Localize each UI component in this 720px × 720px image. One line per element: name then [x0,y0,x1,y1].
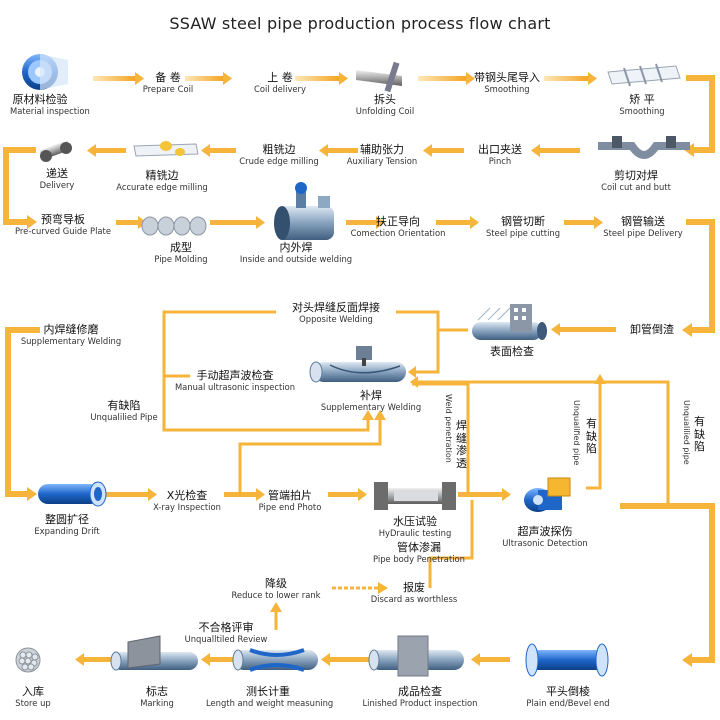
supp-weld-arrowhead [408,366,416,378]
left-loop-connector [3,147,36,225]
hydraulic-icon [374,482,456,510]
flow-arrows-row6 [75,653,510,666]
label-weld-penetration-cn: 焊缝渗透 [456,419,467,470]
right-unqualified-line [416,380,670,505]
repair-weld-icon [309,346,406,383]
marking-icon [110,635,198,671]
unqualified-loop [162,376,370,432]
right-loop-connector [686,219,715,333]
right-unqualified-arrowhead [410,376,418,388]
flow-arrows-row4 [551,323,616,336]
manual-ut-connector [162,310,276,378]
expanding-icon [38,481,107,507]
flow-arrows-row5 [100,488,511,501]
loop-connector [686,75,715,153]
label-unqualified-mid-en: Unqualified pipe [572,400,581,466]
unqualified-loop-arrowhead [362,410,374,420]
cut-butt-icon [598,136,690,159]
step-unloading: 卸管倒渣 [630,323,674,336]
page-title: SSAW steel pipe production process flow … [169,14,551,33]
unfolding-icon [356,61,402,93]
left-loop-arrowhead [27,215,37,229]
review-up-arrowhead [270,602,282,612]
grinding-connector [5,327,40,497]
delivery-icon [39,140,72,162]
step-surface-check: 表面检查 [490,345,534,358]
reduce-discard-arrowhead [378,582,388,594]
finished-check-icon [368,635,464,677]
leveler-icon [607,63,681,87]
penetration-discard-line [428,500,474,588]
welding-machine-icon [274,182,334,240]
weld-penetration-line [412,382,470,494]
ut-to-bevel-connector [620,503,715,663]
flow-arrows-row3 [116,216,603,229]
measure-icon [232,648,318,672]
flow-arrows-row2 [87,144,580,157]
xray-feedback [238,418,382,494]
flow-arrows [93,72,597,85]
label-unqualified-right-en: Unqualilied pipe [682,400,691,465]
surface-check-icon [472,304,547,340]
ut-to-bevel-arrowhead [682,653,692,667]
label-unqualified-right-cn: 有缺陷 [694,415,705,454]
grinding-arrowhead [27,487,37,501]
molding-icon [141,216,207,236]
xray-feedback-arrowhead [374,410,386,420]
ultrasonic-icon [524,477,571,512]
supp-weld-connector [414,330,440,374]
bevel-icon [525,643,609,677]
coil-icon [22,54,68,90]
label-unqualified-mid-cn: 有缺陷 [586,417,597,456]
pipe-bundle-icon [15,647,41,673]
edge-mill-icon [133,141,199,157]
ut-unqualified-line [586,382,602,490]
right-loop-arrowhead [682,323,692,337]
label-weld-penetration-en: Weld penetration [444,394,453,463]
opposite-welding-connector [396,310,468,332]
